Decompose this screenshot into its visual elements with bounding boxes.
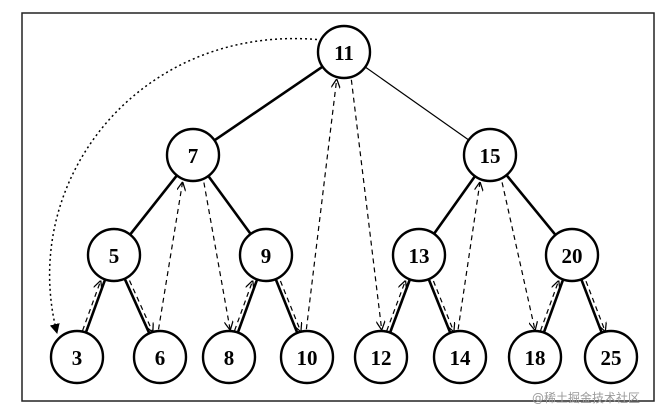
traversal-arrow-n12-n13 — [386, 281, 405, 331]
traversal-arrow-n18-n20 — [539, 281, 559, 331]
tree-edge-n20-n25 — [580, 278, 603, 334]
node-label: 15 — [480, 144, 501, 168]
tree-nodes: 11 7 15 5 9 13 20 3 6 8 10 12 14 18 25 — [49, 24, 639, 385]
traversal-arrow-n7-n8 — [203, 182, 230, 330]
tree-edge-n13-n14 — [427, 278, 452, 334]
tree-node-14: 14 — [432, 329, 488, 385]
node-label: 6 — [155, 346, 166, 370]
tree-node-8: 8 — [201, 329, 257, 385]
node-circle — [544, 227, 600, 283]
node-circle — [201, 329, 257, 385]
node-circle — [583, 329, 639, 385]
node-circle — [279, 329, 335, 385]
tree-node-12: 12 — [353, 329, 409, 385]
tree-node-3: 3 — [49, 329, 105, 385]
node-label: 25 — [601, 346, 622, 370]
traversal-arrow-n3-n5 — [81, 281, 101, 331]
traversal-arrow-n20-n25 — [585, 280, 605, 331]
traversal-arrow-n6-n7 — [157, 183, 183, 330]
node-label: 7 — [188, 144, 199, 168]
tree-node-10: 10 — [279, 329, 335, 385]
node-circle — [391, 227, 447, 283]
node-label: 9 — [261, 244, 272, 268]
tree-edge-n11-n7 — [213, 65, 324, 142]
tree-node-7: 7 — [165, 127, 221, 183]
node-circle — [316, 24, 372, 80]
tree-edge-n15-n13 — [432, 175, 477, 235]
node-circle — [165, 127, 221, 183]
tree-edge-n9-n8 — [236, 278, 259, 334]
traversal-arrow-n10-n11 — [305, 80, 336, 330]
node-circle — [507, 329, 563, 385]
tree-edge-n20-n18 — [542, 278, 565, 334]
tree-node-18: 18 — [507, 329, 563, 385]
node-label: 5 — [109, 244, 120, 268]
tree-edge-n5-n3 — [84, 278, 107, 334]
node-label: 11 — [334, 41, 354, 65]
traversal-arrow-n9-n10 — [279, 280, 300, 331]
node-label: 12 — [371, 346, 392, 370]
tree-edge-n15-n20 — [505, 174, 557, 236]
tree-node-20: 20 — [544, 227, 600, 283]
node-label: 3 — [72, 346, 83, 370]
tree-edge-n5-n6 — [123, 278, 151, 334]
tree-node-15: 15 — [462, 127, 518, 183]
node-label: 20 — [562, 244, 583, 268]
diagram-frame — [21, 12, 655, 402]
node-label: 14 — [450, 346, 472, 370]
tree-edge-n11-n15 — [364, 66, 470, 141]
traversal-arrow-n5-n6 — [128, 280, 153, 332]
node-circle — [49, 329, 105, 385]
node-circle — [353, 329, 409, 385]
node-circle — [462, 127, 518, 183]
node-label: 8 — [224, 346, 235, 370]
traversal-arrow-n11-n12 — [350, 79, 381, 329]
traversal-arrows — [48, 37, 605, 334]
watermark: @稀土掘金技术社区 — [532, 390, 640, 405]
tree-node-25: 25 — [583, 329, 639, 385]
tree-node-9: 9 — [238, 227, 294, 283]
traversal-arrow-n11-n3 — [48, 37, 323, 334]
node-circle — [238, 227, 294, 283]
tree-node-13: 13 — [391, 227, 447, 283]
tree-edge-n9-n10 — [274, 278, 299, 334]
tree-edges — [84, 65, 603, 334]
tree-edge-n13-n12 — [388, 278, 412, 334]
tree-node-11: 11 — [316, 24, 372, 80]
traversal-arrow-n14-n15 — [457, 183, 480, 330]
node-label: 18 — [525, 346, 546, 370]
traversal-arrow-n15-n18 — [501, 182, 535, 329]
tree-edge-n7-n9 — [207, 175, 252, 235]
node-circle — [132, 329, 188, 385]
tree-node-5: 5 — [86, 227, 142, 283]
node-circle — [86, 227, 142, 283]
tree-node-6: 6 — [132, 329, 188, 385]
tree-edge-n7-n5 — [129, 174, 178, 236]
traversal-arrow-n8-n9 — [233, 281, 253, 331]
node-label: 10 — [297, 346, 318, 370]
node-circle — [432, 329, 488, 385]
traversal-arrow-n13-n14 — [432, 280, 453, 331]
node-label: 13 — [409, 244, 430, 268]
